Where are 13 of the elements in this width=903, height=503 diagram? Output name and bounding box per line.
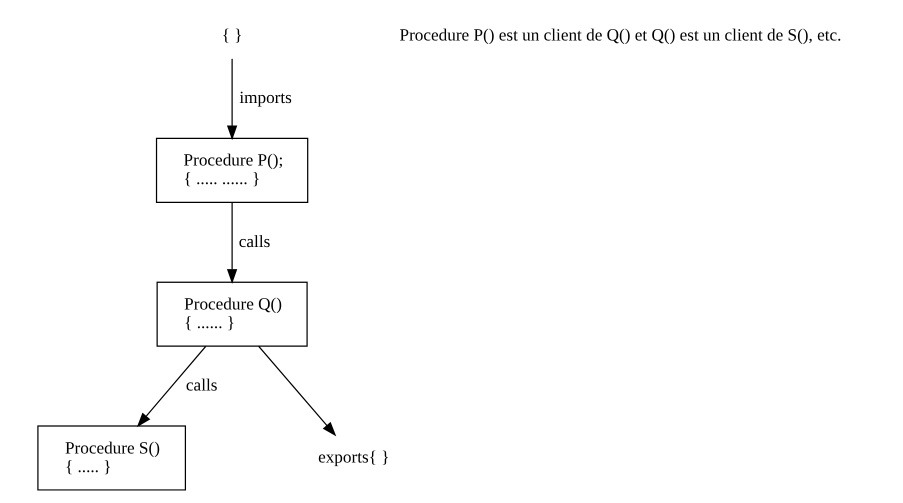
node-box: Procedure Q() { ...... } <box>156 282 308 347</box>
node-text: { } <box>222 25 243 44</box>
arrow <box>136 346 206 428</box>
edge-label: calls <box>238 232 270 251</box>
arrow <box>226 58 238 140</box>
arrow <box>258 346 336 436</box>
edge-label: imports <box>239 88 292 108</box>
label: Procedure P() est un client de Q() et Q() est un client de S(), etc. <box>400 25 842 44</box>
edge-label: calls <box>186 376 218 395</box>
node-text: exports{ } <box>318 448 390 467</box>
node-box: Procedure S() { ..... } <box>37 425 186 491</box>
node-box: Procedure P(); { ..... ...... } <box>156 138 308 203</box>
arrow <box>226 202 238 284</box>
